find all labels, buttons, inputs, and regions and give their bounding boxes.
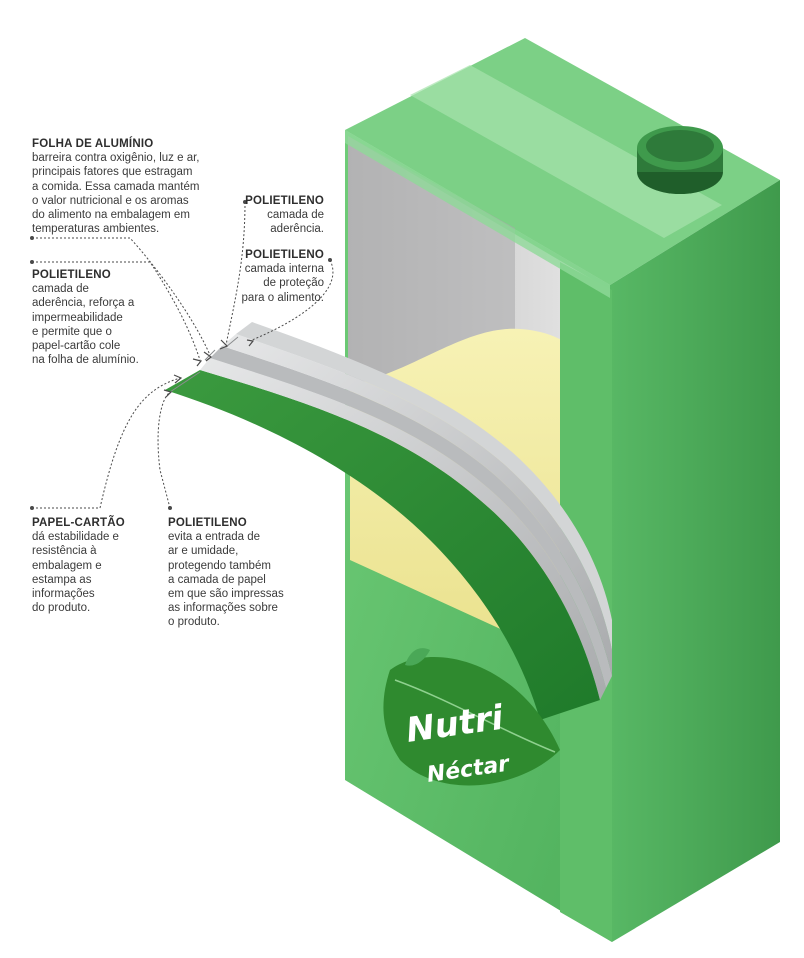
leader-polietileno-interna [251,259,334,341]
annotation-polietileno-externo: POLIETILENO evita a entrada de ar e umid… [168,516,318,630]
layer-paperboard [165,370,600,720]
annotation-polietileno-interna: POLIETILENO camada interna de proteção p… [228,248,324,305]
annotation-polietileno-aderencia: POLIETILENO camada de aderência. [238,194,324,237]
annotation-papel-cartao: PAPEL-CARTÃO dá estabilidade e resistênc… [32,516,162,615]
annotation-title: POLIETILENO [245,195,324,207]
leader-papel [32,377,181,509]
annotation-folha-aluminio: FOLHA DE ALUMÍNIO barreira contra oxigên… [32,137,242,236]
annotation-text: barreira contra oxigênio, luz e ar, prin… [32,152,200,236]
annotation-text: camada de aderência. [267,209,324,236]
annotation-title: POLIETILENO [32,269,111,281]
leader-aluminio [32,237,211,356]
leader-polietileno-left [32,261,201,361]
carton-top-fold [410,65,722,238]
annotation-text: camada interna de proteção para o alimen… [241,263,324,304]
carton-shoulder [345,130,610,298]
leader-dots [30,200,332,510]
annotation-text: camada de aderência, reforça a impermeab… [32,283,139,367]
annotation-title: PAPEL-CARTÃO [32,517,125,529]
layer-polyethylene-outer [200,358,606,700]
annotation-text: evita a entrada de ar e umidade, protege… [168,531,284,629]
annotation-title: POLIETILENO [168,517,247,529]
annotation-polietileno-reforco: POLIETILENO camada de aderência, reforça… [32,268,182,367]
leader-arrows [163,339,255,398]
leader-lines [32,201,334,509]
layer-polyethylene-inner [236,322,612,650]
layer-aluminium [222,334,612,676]
cap-icon [637,126,723,194]
peeled-layers [165,322,612,720]
leaf-icon [383,656,560,786]
annotation-title: POLIETILENO [245,249,324,261]
brand-logo: Nutri Néctar [383,648,560,788]
leader-polietileno-aderencia-top [225,201,246,346]
annotation-text: dá estabilidade e resistência à embalage… [32,531,119,615]
carton-side [610,180,780,942]
annotation-title: FOLHA DE ALUMÍNIO [32,138,154,150]
layer-polyethylene-adhesion [210,346,612,688]
leader-polietileno-outer [157,391,171,509]
